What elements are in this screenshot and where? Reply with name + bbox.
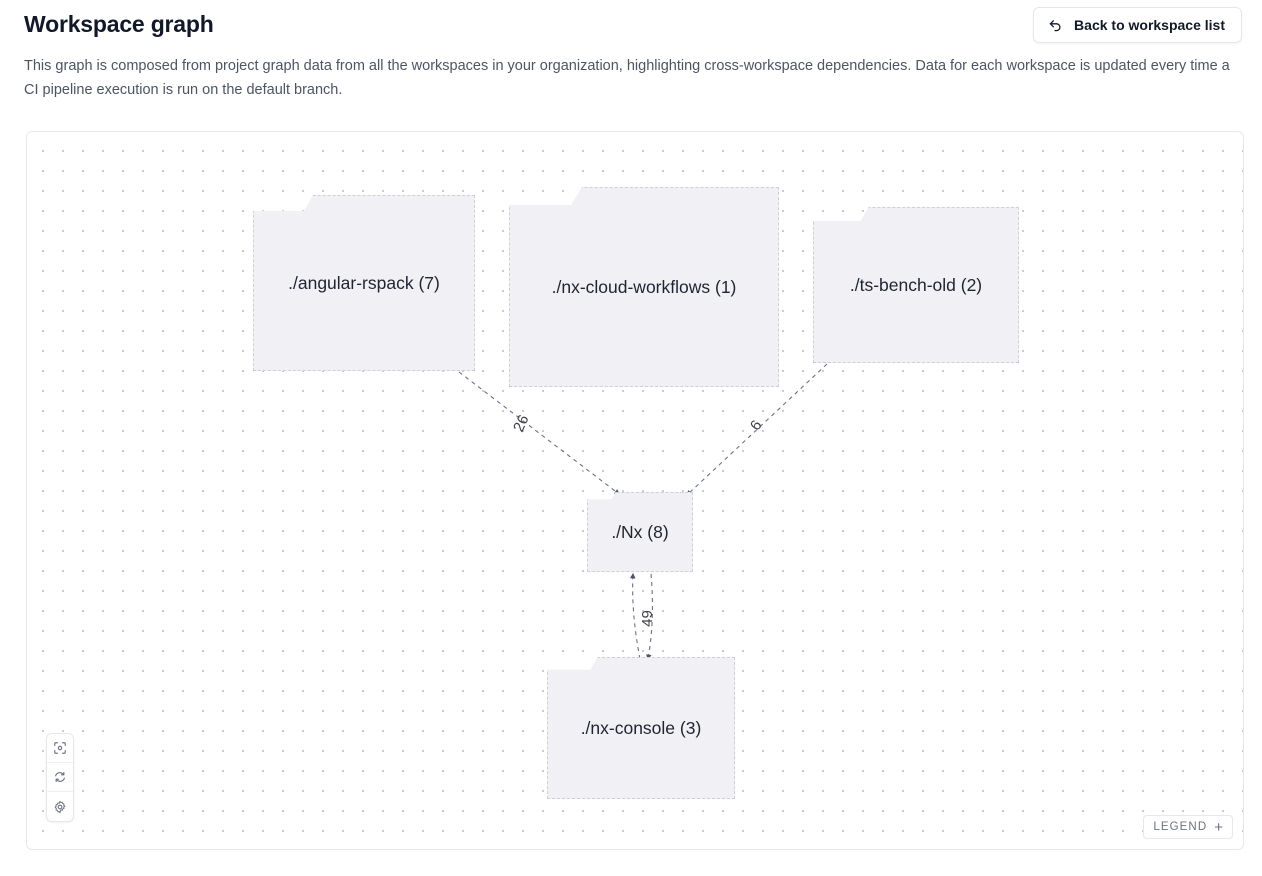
legend-label: LEGEND: [1153, 821, 1208, 833]
graph-node-nx-cloud-workflows[interactable]: ./nx-cloud-workflows (1): [509, 187, 779, 387]
graph-edges: [458, 363, 828, 661]
node-label: ./nx-cloud-workflows (1): [551, 276, 737, 297]
legend-toggle[interactable]: LEGEND +: [1143, 815, 1233, 839]
folder-shape: [547, 657, 735, 799]
graph-node-angular-rspack[interactable]: ./angular-rspack (7): [253, 195, 475, 371]
plus-icon: +: [1214, 818, 1223, 836]
edge-nx-to-nx-console: [646, 573, 653, 661]
edge-angular-rspack-to-nx: [458, 371, 620, 495]
node-label: ./Nx (8): [611, 521, 669, 542]
folder-shape: [587, 492, 693, 572]
folder-shape: [813, 207, 1019, 363]
focus-target-button[interactable]: [47, 734, 73, 763]
graph-node-nx-console[interactable]: ./nx-console (3): [547, 657, 735, 799]
page-description: This graph is composed from project grap…: [24, 58, 1230, 98]
node-label: ./ts-bench-old (2): [849, 274, 983, 295]
refresh-icon: [53, 770, 67, 784]
refresh-button[interactable]: [47, 763, 73, 792]
folder-shape: [253, 195, 475, 371]
page-title: Workspace graph: [24, 11, 214, 37]
node-label: ./angular-rspack (7): [288, 272, 440, 293]
back-to-workspace-list-button[interactable]: Back to workspace list: [1033, 7, 1242, 43]
graph-node-ts-bench-old[interactable]: ./ts-bench-old (2): [813, 207, 1019, 363]
graph-canvas[interactable]: ./angular-rspack (7) ./nx-cloud-workflow…: [26, 131, 1244, 850]
folder-shape: [509, 187, 779, 387]
gear-icon: [53, 800, 67, 814]
edge-label-nx-console-to-nx: 49: [638, 610, 656, 627]
graph-controls: [46, 733, 74, 822]
graph-node-nx[interactable]: ./Nx (8): [587, 492, 693, 572]
back-button-label: Back to workspace list: [1074, 17, 1225, 33]
back-arrow-icon: [1047, 17, 1064, 34]
node-label: ./nx-console (3): [580, 717, 702, 738]
focus-target-icon: [53, 741, 67, 755]
edge-nx-console-to-nx: [630, 572, 641, 660]
page-header: Workspace graph Back to workspace list: [0, 0, 1262, 52]
settings-button[interactable]: [47, 792, 73, 821]
